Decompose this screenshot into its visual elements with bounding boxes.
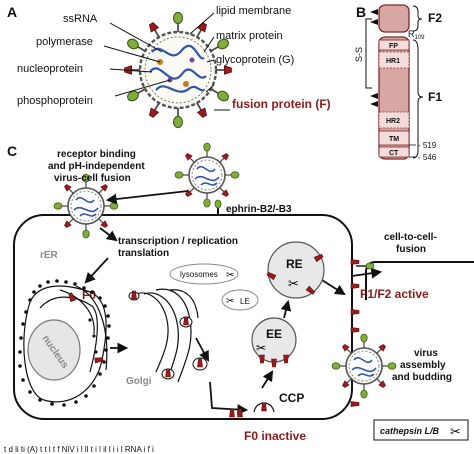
label-glycoprotein: glycoprotein (G): [216, 54, 294, 66]
panel-b-letter: B: [356, 4, 366, 20]
label-ephrin: ephrin-B2/-B3: [226, 204, 292, 215]
label-matrix-protein: matrix protein: [216, 30, 283, 42]
panel-a-leaders: [103, 12, 215, 97]
domain-ct: CT: [389, 150, 399, 157]
label-f2: F2: [428, 11, 442, 25]
virion-budding: [332, 334, 396, 398]
process-arrows: [84, 190, 383, 415]
label-cathepsin: cathepsin L/B: [380, 426, 440, 436]
scissors-icon-le: ✂: [226, 296, 234, 307]
recycling-endosome: [267, 241, 325, 299]
label-ssrna: ssRNA: [63, 13, 98, 25]
virion-large: [123, 11, 233, 129]
assembly-line-2: assembly: [400, 360, 446, 371]
domain-fp: FP: [389, 43, 398, 50]
label-546: - 546: [418, 153, 437, 162]
scissors-icon-legend: ✂: [450, 424, 461, 439]
domain-hr1: HR1: [386, 58, 400, 65]
label-lipid-membrane: lipid membrane: [216, 5, 291, 17]
label-phosphoprotein: phosphoprotein: [17, 95, 93, 107]
scissors-icon-re: ✂: [288, 276, 299, 291]
lysosomes: [169, 263, 239, 285]
panel-c-letter: C: [7, 143, 17, 159]
domain-tm: TM: [389, 136, 399, 143]
label-ccp: CCP: [279, 391, 304, 405]
cell-fusion-line-2: fusion: [396, 244, 426, 255]
label-le: LE: [240, 297, 250, 306]
label-re: RE: [286, 257, 303, 271]
f-protein-schematic: [365, 4, 424, 160]
label-lysosomes: lysosomes: [180, 270, 218, 279]
scissors-icon: ✂: [226, 270, 234, 281]
cell-membrane: [13, 214, 353, 420]
panel-a-letter: A: [7, 4, 17, 20]
transcription-line-2: translation: [118, 248, 169, 259]
label-ss: S-S: [354, 47, 364, 62]
cell-fusion-line-1: cell-to-cell-: [384, 232, 437, 243]
scissors-icon-ee: ✂: [256, 341, 266, 355]
receptor-line-1: receptor binding: [57, 149, 136, 160]
label-rer: rER: [40, 250, 59, 261]
late-endosome: [221, 289, 259, 311]
receptor-line-3: virus-cell fusion: [54, 173, 131, 184]
label-f0-inactive: F0 inactive: [244, 429, 306, 443]
assembly-line-3: and budding: [392, 372, 452, 383]
caption-fragment: t d li ti (A) t t l t f NiV i l ll t i l…: [4, 445, 154, 454]
label-fusion-protein: fusion protein (F): [232, 97, 331, 111]
label-ee: EE: [266, 327, 282, 341]
label-golgi: Golgi: [126, 376, 152, 387]
transcription-line-1: transcription / replication: [118, 236, 238, 247]
golgi-apparatus: [131, 288, 199, 383]
ephrin-receptor-icon: [214, 199, 222, 216]
virion-receptor-binding: [175, 143, 239, 207]
er-ribosomes: [18, 279, 111, 407]
cathepsin-legend: [373, 419, 469, 441]
nucleus: [27, 319, 81, 381]
label-f1f2-active: F1/F2 active: [360, 287, 429, 301]
receptor-line-2: and pH-independent: [48, 161, 145, 172]
domain-hr2: HR2: [386, 118, 400, 125]
label-519: - 519: [418, 141, 437, 150]
assembly-line-1: virus: [414, 348, 438, 359]
label-r109: R109: [408, 29, 425, 41]
fusion-contact: [356, 262, 375, 270]
label-nucleoprotein: nucleoprotein: [17, 63, 83, 75]
label-f1: F1: [428, 90, 442, 104]
label-polymerase: polymerase: [36, 36, 93, 48]
